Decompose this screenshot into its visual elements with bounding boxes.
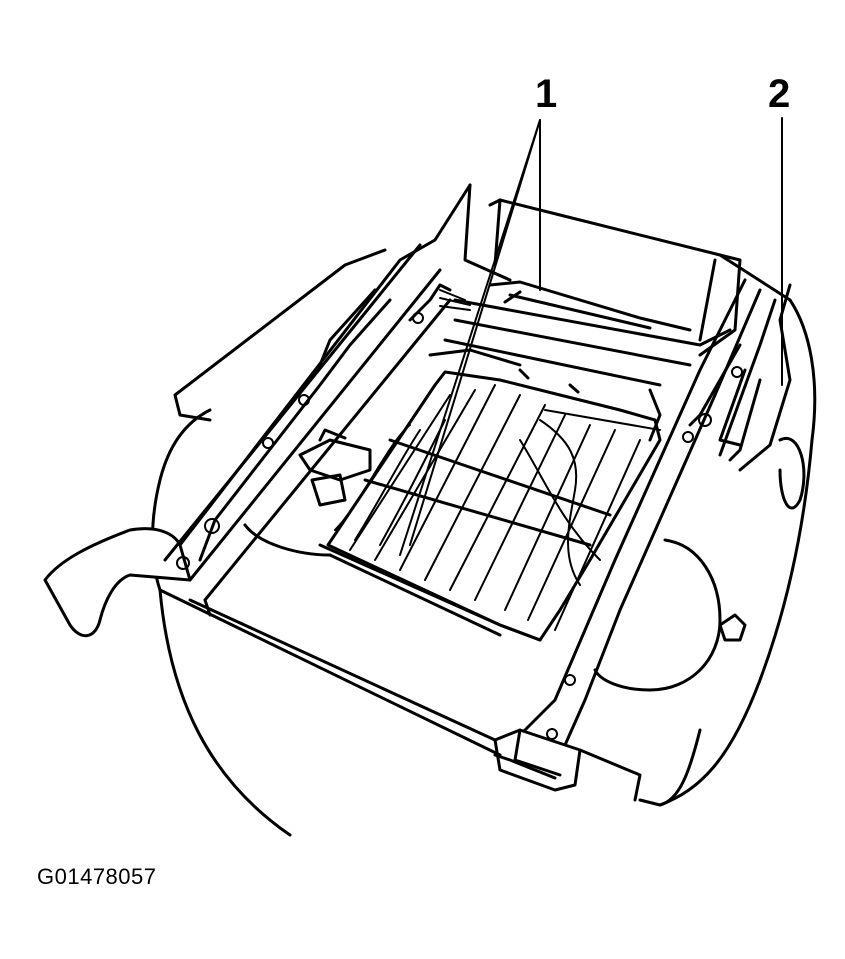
- connector-block: [298, 428, 372, 507]
- leader-line-1b: [399, 119, 541, 556]
- seat-suspension-mat: [326, 370, 662, 642]
- leader-lines: [399, 117, 783, 556]
- rear-cross-member: [428, 183, 732, 442]
- leader-line-1c: [409, 119, 541, 546]
- front-cross-member: [158, 543, 542, 757]
- callout-label-2: 2: [768, 72, 791, 116]
- figure-identifier: G01478057: [37, 864, 157, 889]
- left-side-rail: [43, 183, 472, 638]
- callout-label-1: 1: [535, 72, 558, 116]
- right-side-rail: [493, 253, 792, 802]
